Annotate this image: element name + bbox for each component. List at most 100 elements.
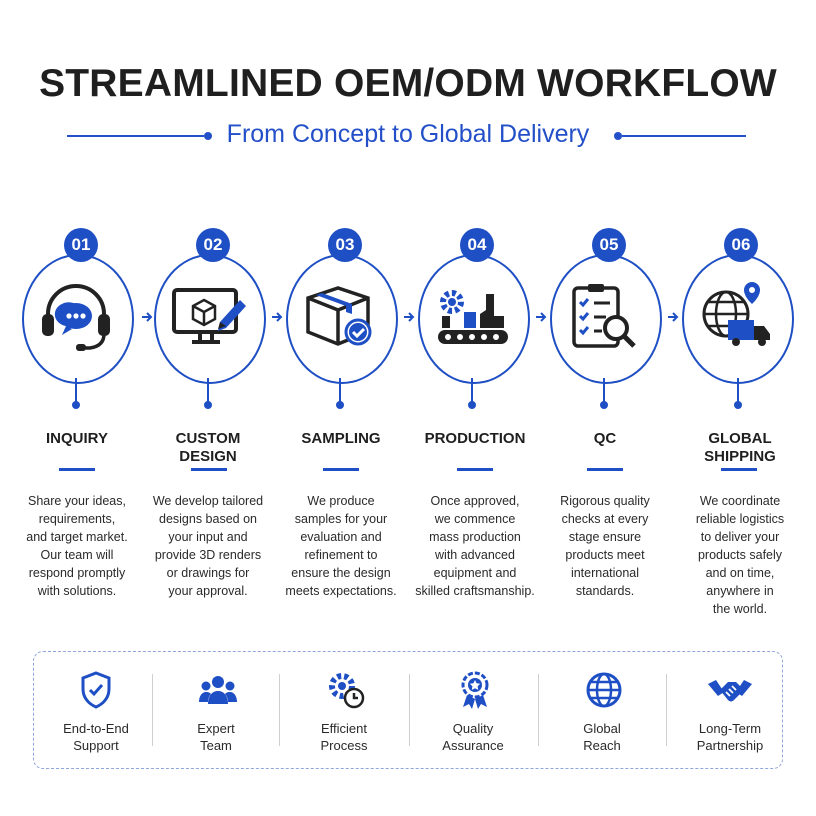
step-connector-dot: [600, 401, 608, 409]
feature-global-reach: Global Reach: [540, 652, 664, 768]
step-connector: [75, 378, 77, 404]
step-connector: [471, 378, 473, 404]
step-title: GLOBAL SHIPPING: [675, 430, 805, 466]
desc-line: and target market.: [26, 530, 128, 544]
arrow-right-icon: [536, 312, 547, 322]
step-connector-dot: [72, 401, 80, 409]
subtitle-right-line: [622, 135, 746, 137]
checklist-magnifier-icon: [572, 284, 636, 348]
step-connector-dot: [204, 401, 212, 409]
feature-label-line: Expert: [197, 721, 235, 736]
desc-line: provide 3D renders: [154, 548, 262, 562]
feature-expert-team: Expert Team: [154, 652, 278, 768]
package-check-icon: [306, 286, 372, 346]
features-panel: End-to-End Support Expert Team Efficient…: [33, 651, 783, 769]
desc-line: with advanced: [435, 548, 515, 562]
feature-label-line: Process: [320, 738, 368, 753]
step-title-line: GLOBAL: [708, 430, 772, 447]
desc-line: We produce: [307, 494, 375, 508]
desc-line: standards.: [575, 584, 635, 598]
step-description: Share your ideas, requirements, and targ…: [12, 492, 142, 600]
feature-divider: [409, 674, 410, 746]
desc-line: or drawings for: [166, 566, 250, 580]
feature-efficient-process: Efficient Process: [282, 652, 406, 768]
desc-line: designs based on: [159, 512, 257, 526]
subtitle-left-line: [67, 135, 204, 137]
step-title: QC: [593, 430, 617, 447]
globe-truck-icon: [702, 282, 770, 346]
subtitle-right-dot: [614, 132, 622, 140]
step-connector: [339, 378, 341, 404]
desc-line: Share your ideas,: [28, 494, 126, 508]
step-title: PRODUCTION: [424, 430, 526, 447]
step-underline: [323, 468, 359, 471]
step-connector: [603, 378, 605, 404]
feature-label-line: Team: [200, 738, 232, 753]
step-number-badge: 01: [64, 228, 98, 262]
desc-line: international: [570, 566, 640, 580]
step-number-badge: 03: [328, 228, 362, 262]
headset-chat-icon: [42, 284, 110, 351]
feature-divider: [538, 674, 539, 746]
feature-divider: [279, 674, 280, 746]
feature-label-line: Reach: [583, 738, 621, 753]
award-ribbon-icon: [461, 671, 489, 709]
step-title-line: SHIPPING: [704, 448, 776, 465]
desc-line: samples for your: [294, 512, 388, 526]
feature-long-term-partnership: Long-Term Partnership: [668, 652, 792, 768]
feature-divider: [152, 674, 153, 746]
arrow-right-icon: [404, 312, 415, 322]
feature-quality-assurance: Quality Assurance: [411, 652, 535, 768]
step-title: CUSTOM DESIGN: [143, 430, 273, 466]
feature-divider: [666, 674, 667, 746]
step-connector: [737, 378, 739, 404]
feature-label: End-to-End Support: [34, 720, 158, 754]
feature-label-line: End-to-End: [63, 721, 129, 736]
feature-label: Efficient Process: [282, 720, 406, 754]
step-underline: [457, 468, 493, 471]
step-connector-dot: [336, 401, 344, 409]
desc-line: skilled craftsmanship.: [415, 584, 535, 598]
feature-label-line: Global: [583, 721, 621, 736]
step-underline: [191, 468, 227, 471]
step-circle: [550, 254, 662, 384]
feature-label-line: Partnership: [696, 738, 764, 753]
desc-line: your approval.: [168, 584, 248, 598]
desc-line: with solutions.: [37, 584, 117, 598]
step-title: INQUIRY: [46, 430, 108, 447]
desc-line: refinement to: [304, 548, 378, 562]
feature-end-to-end-support: End-to-End Support: [34, 652, 158, 768]
desc-line: We develop tailored: [152, 494, 264, 508]
step-connector-dot: [734, 401, 742, 409]
desc-line: reliable logistics: [695, 512, 785, 526]
page-title: STREAMLINED OEM/ODM WORKFLOW: [39, 62, 777, 105]
desc-line: requirements,: [38, 512, 116, 526]
desc-line: products safely: [697, 548, 783, 562]
gear-clock-icon: [329, 673, 365, 709]
step-description: We coordinate reliable logistics to deli…: [675, 492, 805, 618]
desc-line: Once approved,: [430, 494, 520, 508]
step-title-line: CUSTOM: [175, 430, 241, 447]
step-connector-dot: [468, 401, 476, 409]
step-description: We develop tailored designs based on you…: [143, 492, 273, 600]
desc-line: stage ensure: [568, 530, 642, 544]
step-title-line: DESIGN: [179, 448, 237, 465]
feature-label-line: Support: [73, 738, 119, 753]
team-icon: [199, 676, 237, 704]
step-underline: [59, 468, 95, 471]
desc-line: meets expectations.: [285, 584, 397, 598]
step-underline: [721, 468, 757, 471]
page-subtitle: From Concept to Global Delivery: [226, 120, 590, 148]
step-number-badge: 02: [196, 228, 230, 262]
feature-label: Quality Assurance: [411, 720, 535, 754]
step-description: We produce samples for your evaluation a…: [276, 492, 406, 600]
desc-line: and on time,: [705, 566, 775, 580]
step-connector: [207, 378, 209, 404]
desc-line: respond promptly: [28, 566, 126, 580]
subtitle-left-dot: [204, 132, 212, 140]
desc-line: checks at every: [561, 512, 649, 526]
step-number-badge: 06: [724, 228, 758, 262]
step-description: Once approved, we commence mass producti…: [410, 492, 540, 600]
step-circle: [286, 254, 398, 384]
arrow-right-icon: [272, 312, 283, 322]
